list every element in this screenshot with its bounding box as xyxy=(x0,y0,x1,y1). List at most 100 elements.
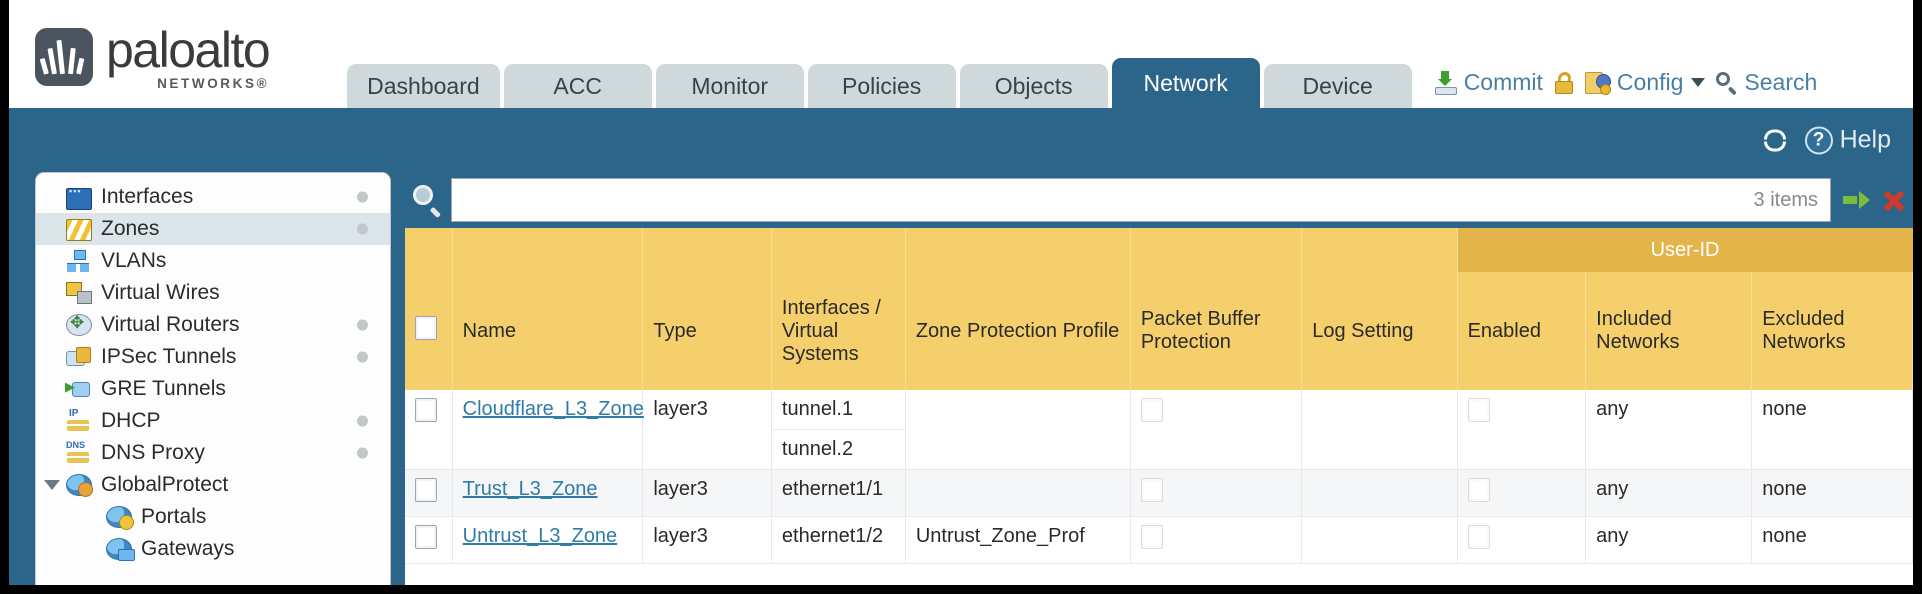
search-input[interactable] xyxy=(464,188,1754,212)
search-button[interactable]: Search xyxy=(1716,69,1817,96)
commit-icon xyxy=(1434,70,1458,95)
config-label: Config xyxy=(1616,69,1684,95)
select-all-checkbox[interactable] xyxy=(415,316,437,340)
sidebar-item-vlans[interactable]: VLANs xyxy=(36,245,390,277)
commit-button[interactable]: Commit xyxy=(1434,69,1543,96)
refresh-icon[interactable] xyxy=(1762,128,1788,152)
tab-monitor[interactable]: Monitor xyxy=(655,64,804,108)
search-field-wrapper[interactable]: 3 items xyxy=(451,178,1831,222)
status-dot-icon xyxy=(357,415,368,427)
cell-packet-buffer-protection xyxy=(1130,516,1303,564)
sidebar-item-label: VLANs xyxy=(101,249,167,272)
filter-search-icon[interactable] xyxy=(413,185,443,218)
status-dot-icon xyxy=(357,191,368,203)
column-header-userid-enabled[interactable]: Enabled xyxy=(1457,272,1587,390)
column-header-excluded-networks[interactable]: Excluded Networks xyxy=(1751,272,1913,390)
status-dot-icon xyxy=(357,447,368,459)
table-row[interactable]: Cloudflare_L3_Zone layer3 tunnel.1 xyxy=(405,390,1913,470)
cell-userid-enabled xyxy=(1457,516,1587,564)
search-label: Search xyxy=(1744,69,1818,95)
tree-expand-caret-icon[interactable] xyxy=(44,480,60,490)
group-spacer xyxy=(1301,228,1458,272)
sidebar-item-dns-proxy[interactable]: DNS Proxy xyxy=(36,437,390,469)
cell-log-setting xyxy=(1301,516,1458,564)
zone-name-link[interactable]: Trust_L3_Zone xyxy=(462,478,598,500)
ipsec-tunnels-icon xyxy=(66,346,92,368)
sidebar-item-portals[interactable]: Portals xyxy=(36,501,390,533)
column-header-zone-protection-profile[interactable]: Zone Protection Profile xyxy=(905,272,1131,390)
packet-buffer-protection-checkbox[interactable] xyxy=(1140,478,1163,502)
items-count-label: 3 items xyxy=(1753,188,1818,211)
sidebar-item-zones[interactable]: Zones xyxy=(36,213,390,245)
sidebar-nav: Interfaces Zones VLANs Virtual Wires Vir… xyxy=(35,172,391,585)
cell-zone-protection-profile: Untrust_Zone_Prof xyxy=(905,516,1131,564)
commit-label: Commit xyxy=(1463,69,1543,95)
sidebar-item-interfaces[interactable]: Interfaces xyxy=(36,181,390,213)
page-body: Interfaces Zones VLANs Virtual Wires Vir… xyxy=(9,172,1913,585)
sidebar-item-gre-tunnels[interactable]: GRE Tunnels xyxy=(36,373,390,405)
lock-icon[interactable] xyxy=(1554,71,1574,95)
column-header-included-networks[interactable]: Included Networks xyxy=(1585,272,1753,390)
sidebar-item-ipsec-tunnels[interactable]: IPSec Tunnels xyxy=(36,341,390,373)
table-group-header-row: User-ID xyxy=(405,228,1913,272)
top-actions: Commit Config Search xyxy=(1434,69,1817,96)
table-row-continuation[interactable]: tunnel.2 xyxy=(405,429,1913,470)
sidebar-item-virtual-routers[interactable]: Virtual Routers xyxy=(36,309,390,341)
row-checkbox[interactable] xyxy=(415,478,437,502)
tab-policies[interactable]: Policies xyxy=(807,64,956,108)
column-header-interfaces[interactable]: Interfaces / Virtual Systems xyxy=(771,272,906,390)
userid-enabled-checkbox[interactable] xyxy=(1467,478,1490,502)
cell-log-setting xyxy=(1301,469,1458,517)
sidebar-item-dhcp[interactable]: DHCP xyxy=(36,405,390,437)
cell-name: Cloudflare_L3_Zone xyxy=(452,390,644,470)
column-header-type[interactable]: Type xyxy=(642,272,772,390)
column-header-name[interactable]: Name xyxy=(452,272,644,390)
brand-subtitle: NETWORKS® xyxy=(157,75,270,91)
tab-device[interactable]: Device xyxy=(1263,64,1412,108)
apply-filter-arrow-icon[interactable] xyxy=(1841,185,1871,215)
userid-enabled-checkbox[interactable] xyxy=(1467,398,1490,422)
zone-name-link[interactable]: Cloudflare_L3_Zone xyxy=(462,398,644,420)
zones-table-body: Cloudflare_L3_Zone layer3 tunnel.1 xyxy=(405,390,1913,564)
cell-excluded-networks: none xyxy=(1751,390,1913,470)
help-icon: ? xyxy=(1804,126,1833,154)
packet-buffer-protection-checkbox[interactable] xyxy=(1140,525,1163,549)
sidebar-item-globalprotect[interactable]: GlobalProtect xyxy=(36,469,390,501)
zones-table-wrapper: User-ID Name Type Interfaces / Virtual S… xyxy=(405,228,1913,585)
brand-text: paloalto NETWORKS® xyxy=(106,25,271,91)
group-spacer xyxy=(771,228,906,272)
table-row[interactable]: Untrust_L3_Zone layer3 ethernet1/2 Untru… xyxy=(405,516,1913,564)
sub-header-actions: ? Help xyxy=(1762,126,1891,155)
tab-network[interactable]: Network xyxy=(1111,58,1260,108)
clear-filter-close-icon[interactable] xyxy=(1879,185,1909,215)
table-header-row: Name Type Interfaces / Virtual Systems Z… xyxy=(405,272,1913,390)
tab-dashboard[interactable]: Dashboard xyxy=(347,64,500,108)
cell-included-networks: any xyxy=(1585,390,1753,470)
cell-excluded-networks: none xyxy=(1751,469,1913,517)
config-dropdown[interactable]: Config xyxy=(1584,69,1706,96)
tab-objects[interactable]: Objects xyxy=(959,64,1108,108)
row-checkbox[interactable] xyxy=(415,525,437,549)
packet-buffer-protection-checkbox[interactable] xyxy=(1140,398,1163,422)
select-all-header xyxy=(405,272,453,390)
status-dot-icon xyxy=(357,319,368,331)
row-checkbox[interactable] xyxy=(415,398,437,422)
virtual-wires-icon xyxy=(66,282,92,304)
row-select-cell xyxy=(405,390,453,470)
status-dot-icon xyxy=(357,351,368,363)
gateways-icon xyxy=(106,538,135,561)
cell-included-networks: any xyxy=(1585,469,1753,517)
cell-type: layer3 xyxy=(642,390,772,470)
zone-name-link[interactable]: Untrust_L3_Zone xyxy=(462,525,618,547)
sidebar-item-virtual-wires[interactable]: Virtual Wires xyxy=(36,277,390,309)
cell-type: layer3 xyxy=(642,516,772,564)
column-header-log-setting[interactable]: Log Setting xyxy=(1301,272,1458,390)
column-header-packet-buffer-protection[interactable]: Packet Buffer Protection xyxy=(1130,272,1303,390)
table-row[interactable]: Trust_L3_Zone layer3 ethernet1/1 xyxy=(405,469,1913,517)
tab-acc[interactable]: ACC xyxy=(503,64,652,108)
cell-interface: ethernet1/2 xyxy=(771,516,906,564)
globalprotect-icon xyxy=(66,474,93,497)
help-button[interactable]: ? Help xyxy=(1804,126,1891,155)
userid-enabled-checkbox[interactable] xyxy=(1467,525,1490,549)
sidebar-item-gateways[interactable]: Gateways xyxy=(36,533,390,565)
